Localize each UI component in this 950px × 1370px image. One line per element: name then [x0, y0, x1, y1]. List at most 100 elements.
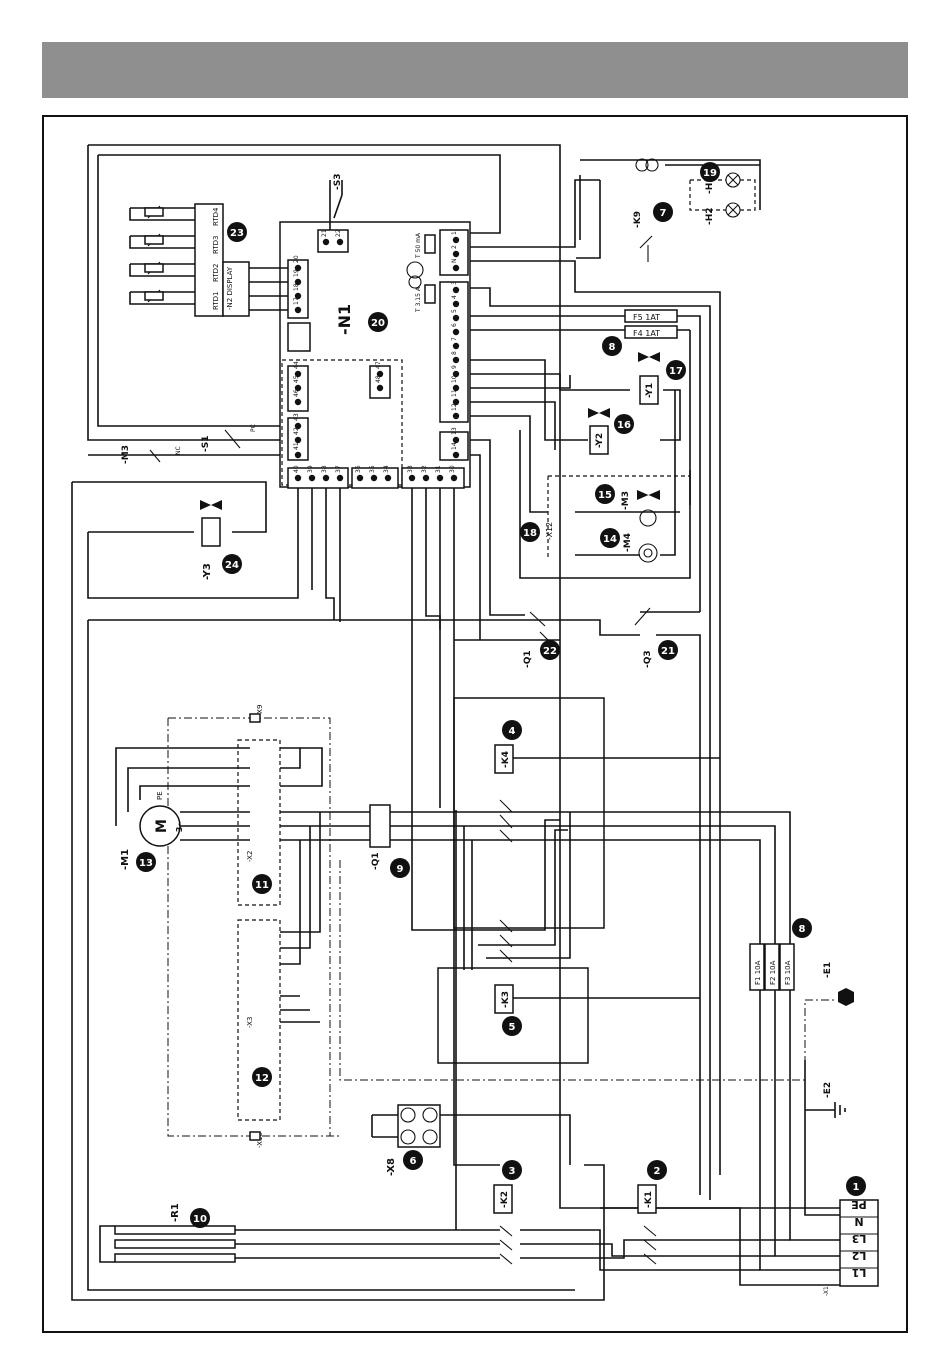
n1-terminal-30-label: 30	[449, 465, 456, 473]
badge-20-text: 20	[371, 318, 385, 329]
badge-23-text: 23	[230, 228, 244, 239]
badge-11-text: 11	[255, 880, 269, 891]
n1-terminal-45-label: 45	[293, 375, 300, 383]
badge-7	[653, 202, 673, 222]
n1-terminal-34-dot	[384, 474, 392, 482]
n1-terminal-10-dot	[452, 384, 460, 392]
badge-22-text: 22	[543, 646, 557, 657]
badge-18-text: 18	[523, 528, 537, 539]
fuse-f2-label: F2 10A	[769, 960, 777, 985]
contactor-k2: -K2 3	[493, 1160, 522, 1265]
n1-terminal-17-dot	[294, 306, 302, 314]
badge-10	[190, 1208, 210, 1228]
switch-s3[interactable]: -S3	[329, 174, 343, 230]
n1-terminal-39-dot	[308, 474, 316, 482]
q1-breaker-label: -Q1	[371, 852, 381, 870]
n1-terminal-46-dot	[294, 398, 302, 406]
n1-terminal-2-label: 2	[451, 245, 458, 249]
badge-7-text: 7	[660, 208, 667, 219]
badge-15	[595, 484, 615, 504]
badge-10-text: 10	[193, 1214, 207, 1225]
n1-terminal-31-label: 31	[435, 465, 442, 473]
n1-terminal-6-dot	[452, 328, 460, 336]
n1-terminal-30-dot	[450, 474, 458, 482]
badge-21	[658, 640, 678, 660]
switch-q3: -Q3 21	[634, 607, 678, 668]
n1-terminal-8-label: 8	[451, 351, 458, 355]
n1-terminal-43-dot	[294, 422, 302, 430]
supply-l2: L2	[852, 1249, 867, 1262]
earth-e1-e2: -E1 -E2	[805, 962, 854, 1118]
module-n1: -N1 20 T 50 mA T 3.15 A	[279, 221, 471, 489]
badge-8b	[792, 918, 812, 938]
x2-label: -X2	[246, 851, 254, 862]
badge-5	[502, 1016, 522, 1036]
contactor-k3: -K3 5	[437, 812, 700, 1064]
valve-y2-icon	[588, 408, 610, 418]
badge-1	[846, 1176, 866, 1196]
badge-11	[252, 874, 272, 894]
badge-17	[666, 360, 686, 380]
earth-e1-icon	[838, 988, 854, 1006]
k2-label: -K2	[500, 1191, 510, 1208]
badge-24-text: 24	[225, 560, 239, 571]
badge-2-text: 2	[654, 1166, 661, 1177]
k9-label: -K9	[633, 211, 643, 228]
n1-terminal-37-label: 37	[335, 465, 342, 473]
n1-terminal-33-dot	[408, 474, 416, 482]
n1-terminal-11-label: 11	[451, 389, 458, 397]
switch-s1[interactable]: -S1 NC PC -M3	[121, 424, 257, 464]
diagram-frame	[42, 115, 908, 1333]
y3-label: -Y3	[202, 563, 213, 580]
transformer-lamps: 19 -H1 -H2	[635, 158, 760, 225]
n1-terminal-20-label: 20	[293, 255, 300, 263]
rtd2-label: RTD2	[212, 264, 220, 282]
n1-terminal-36-label: 36	[355, 465, 362, 473]
m3-label: -M3	[621, 491, 631, 510]
n1-terminal-12-dot	[452, 412, 460, 420]
n1-terminal-20-dot	[294, 264, 302, 272]
n1-terminal-44-label: 44	[293, 361, 300, 369]
n1-terminal-1-label: 1	[451, 231, 458, 235]
n1-terminal-42-label: 42	[293, 427, 300, 435]
connector-x12: -X12 18	[520, 522, 554, 542]
badge-8a	[602, 336, 622, 356]
badge-23	[227, 222, 247, 242]
pump-m4-icon	[638, 543, 658, 563]
badge-9-text: 9	[397, 864, 404, 875]
n1-terminal-1-dot	[452, 236, 460, 244]
n1-s3-pin-21-dot	[322, 238, 330, 246]
n1-terminal-40-dot	[294, 474, 302, 482]
relay-k9: -K9 7	[633, 202, 673, 262]
k4-label: -K4	[501, 751, 511, 768]
e1-label: -E1	[823, 962, 833, 978]
e2-label: -E2	[823, 1082, 833, 1098]
x8-label: -X8	[386, 1158, 397, 1176]
contactor-k1: -K1 2	[637, 1160, 667, 1265]
x1-label: -X1	[823, 1286, 830, 1296]
badge-12-text: 12	[255, 1073, 269, 1084]
x3-label: -X3	[246, 1017, 254, 1028]
n1-terminal-31-dot	[436, 474, 444, 482]
n1-terminal-47-dot	[376, 370, 384, 378]
earth-line	[167, 717, 835, 1137]
n1-terminal-4-dot	[452, 300, 460, 308]
n1-terminal-41-dot	[294, 451, 302, 459]
supply-pe: PE	[851, 1198, 867, 1211]
badge-5-text: 5	[509, 1022, 516, 1033]
badge-2	[647, 1160, 667, 1180]
n1-terminal-46-label: 46	[293, 389, 300, 397]
n1-terminal-19-dot	[294, 278, 302, 286]
n1-terminal-9-dot	[452, 370, 460, 378]
n1-terminal-39-label: 39	[307, 465, 314, 473]
n1-terminal-47-label: 47	[375, 361, 382, 369]
n1-terminal-9-label: 9	[451, 365, 458, 369]
n1-terminal-7-label: 7	[451, 337, 458, 341]
fuse-f4-label: F4 1AT	[633, 329, 660, 338]
supply-l1: L1	[852, 1266, 867, 1279]
switch-q1: -Q1 22	[523, 611, 560, 668]
display-label: -N2 DISPLAY	[226, 266, 234, 310]
n1-terminal-6-label: 6	[451, 323, 458, 327]
n1-terminal-18-dot	[294, 292, 302, 300]
